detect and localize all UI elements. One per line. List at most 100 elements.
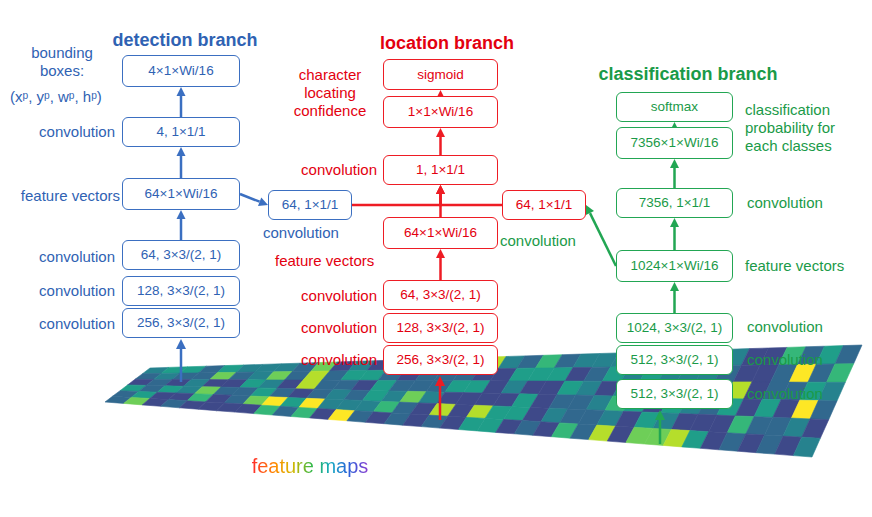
- connector: [670, 218, 679, 250]
- connector-line: [673, 168, 676, 188]
- annotation-label: convolution: [263, 224, 339, 242]
- input-arrow: [180, 347, 183, 382]
- box-text: sigmoid: [417, 67, 464, 83]
- arrow-head: [436, 128, 445, 137]
- arrow-head: [177, 147, 186, 156]
- layer-box: 128, 3×3/(2, 1): [383, 313, 498, 343]
- layer-box: 1024, 3×3/(2, 1): [616, 313, 733, 343]
- annotation-label: bounding boxes:: [26, 44, 98, 80]
- layer-box: 64, 3×3/(2, 1): [383, 280, 498, 310]
- box-text: softmax: [651, 99, 698, 115]
- connector-line: [590, 213, 616, 266]
- annotation-label: (xᵖ, yᵖ, wᵖ, hᵖ): [10, 88, 102, 106]
- arrow-head: [435, 376, 445, 386]
- annotation-label: character locating confidence: [280, 66, 380, 120]
- box-text: 7356, 1×1/1: [639, 195, 711, 211]
- box-text: 64×1×Wi/16: [145, 186, 218, 202]
- layer-box: 512, 3×3/(2, 1): [616, 345, 733, 375]
- box-text: 128, 3×3/(2, 1): [396, 320, 484, 336]
- box-text: 64, 1×1/1: [282, 197, 339, 213]
- arrow-head: [670, 159, 679, 168]
- layer-box: 256, 3×3/(2, 1): [122, 308, 240, 338]
- connector: [436, 128, 445, 155]
- arrow-head: [177, 210, 186, 219]
- annotation-label: feature maps: [252, 454, 369, 478]
- connector: [177, 147, 186, 178]
- box-text: 512, 3×3/(2, 1): [630, 386, 718, 402]
- arrow-head: [436, 185, 445, 194]
- annotation-label: convolution: [39, 315, 115, 333]
- arrow-head: [176, 339, 186, 349]
- input-arrow: [439, 384, 442, 420]
- annotation-label: convolution: [747, 351, 823, 369]
- arrow-head: [436, 185, 445, 194]
- layer-box: 64, 1×1/1: [502, 190, 586, 220]
- branch-title: detection branch: [112, 30, 257, 52]
- arrow-head: [258, 198, 268, 206]
- layer-box: 64, 3×3/(2, 1): [122, 240, 240, 270]
- arrow-head: [586, 205, 594, 215]
- annotation-label: convolution: [301, 287, 377, 305]
- layer-box: 7356, 1×1/1: [616, 188, 733, 218]
- connector: [177, 210, 186, 240]
- box-text: 1024×1×Wi/16: [631, 258, 719, 274]
- connector: [670, 282, 679, 313]
- layer-box: 256, 3×3/(2, 1): [383, 345, 498, 375]
- box-text: 512, 3×3/(2, 1): [630, 352, 718, 368]
- box-text: 64, 3×3/(2, 1): [141, 247, 222, 263]
- layer-box: 64, 1×1/1: [268, 190, 352, 220]
- layer-box: 1024×1×Wi/16: [616, 250, 733, 282]
- connector-line: [180, 156, 183, 178]
- connector: [177, 87, 186, 117]
- annotation-label: convolution: [39, 282, 115, 300]
- arrow-head: [670, 282, 679, 291]
- layer-box: 4, 1×1/1: [122, 117, 240, 147]
- layer-box: 1×1×Wi/16: [383, 96, 498, 128]
- arrow-head: [436, 185, 445, 194]
- box-text: 256, 3×3/(2, 1): [396, 352, 484, 368]
- connector-line: [673, 227, 676, 250]
- heatmap-cell: [793, 437, 820, 457]
- connector-line: [352, 194, 441, 205]
- box-text: 4, 1×1/1: [156, 124, 205, 140]
- layer-box: 64×1×Wi/16: [383, 217, 498, 249]
- heatmap-cell: [827, 364, 854, 383]
- layer-box: softmax: [616, 92, 733, 122]
- heatmap-cell: [802, 419, 829, 438]
- box-text: 4×1×Wi/16: [148, 63, 213, 79]
- annotation-label: classification probability for each clas…: [745, 101, 867, 155]
- annotation-label: convolution: [301, 161, 377, 179]
- arrow-head: [670, 218, 679, 227]
- connector: [352, 185, 445, 205]
- box-text: 256, 3×3/(2, 1): [137, 315, 225, 331]
- connector-line: [180, 96, 183, 117]
- annotation-label: convolution: [39, 248, 115, 266]
- layer-box: 1, 1×1/1: [383, 155, 498, 185]
- box-text: 1024, 3×3/(2, 1): [627, 320, 723, 336]
- connector: [670, 159, 679, 188]
- branch-title: classification branch: [598, 64, 777, 86]
- arrow-head: [655, 410, 665, 420]
- layer-box: 128, 3×3/(2, 1): [122, 276, 240, 306]
- box-text: 1×1×Wi/16: [408, 104, 473, 120]
- connector-line: [439, 258, 442, 280]
- annotation-label: feature vectors: [275, 252, 374, 270]
- connector: [240, 194, 268, 206]
- arrow-head: [436, 249, 445, 258]
- annotation-label: convolution: [747, 385, 823, 403]
- layer-box: 512, 3×3/(2, 1): [616, 379, 733, 409]
- box-text: 64, 3×3/(2, 1): [400, 287, 481, 303]
- annotation-label: feature vectors: [745, 257, 844, 275]
- box-text: 64×1×Wi/16: [404, 225, 477, 241]
- annotation-label: convolution: [500, 232, 576, 250]
- heatmap-cell: [835, 345, 862, 364]
- input-arrow: [659, 418, 662, 444]
- arrow-head: [177, 87, 186, 96]
- box-text: 64, 1×1/1: [516, 197, 573, 213]
- annotation-label: convolution: [39, 123, 115, 141]
- connector-line: [240, 194, 260, 202]
- annotation-label: convolution: [301, 319, 377, 337]
- annotation-label: feature vectors: [21, 187, 120, 205]
- connector-line: [441, 194, 503, 205]
- heatmap-cell: [810, 401, 837, 420]
